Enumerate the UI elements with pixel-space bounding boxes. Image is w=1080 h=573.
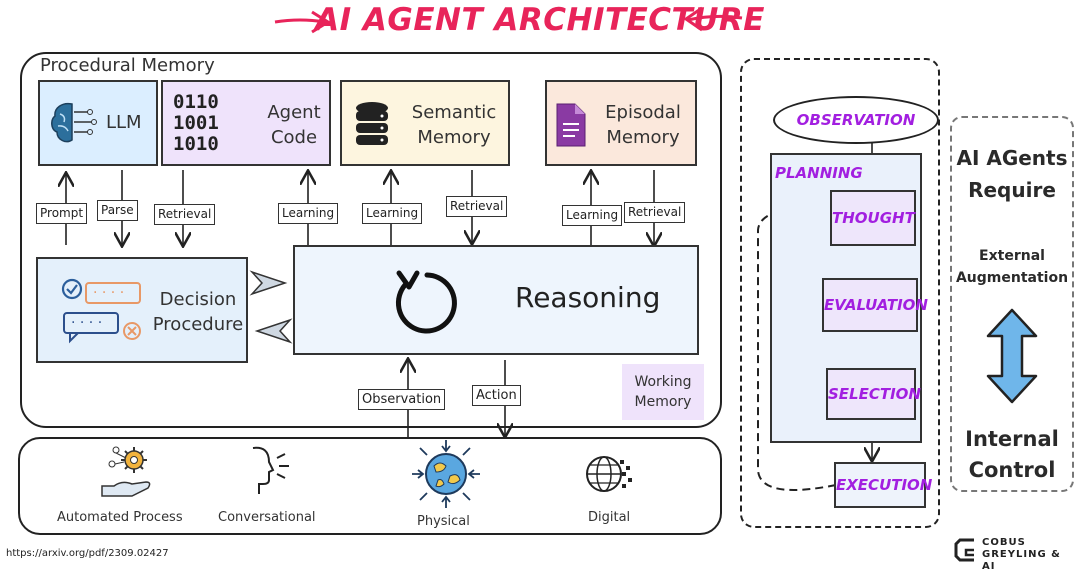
thought-label: THOUGHT bbox=[832, 209, 915, 227]
conversational-label: Conversational bbox=[218, 510, 316, 525]
llm-label: LLM bbox=[106, 112, 142, 133]
binary-line: 1010 bbox=[173, 133, 219, 155]
decision-procedure-label: Decision Procedure bbox=[152, 289, 244, 335]
double-arrow-icon bbox=[986, 308, 1038, 404]
brain-icon bbox=[51, 102, 97, 143]
observation-label: Observation bbox=[358, 389, 446, 410]
procedural-memory-label: Procedural Memory bbox=[40, 55, 215, 76]
working-memory-label: Working Memory bbox=[634, 374, 692, 410]
digital-label: Digital bbox=[588, 510, 631, 525]
procedural-memory-panel bbox=[20, 52, 722, 428]
episodal-memory-box: Episodal Memory bbox=[545, 80, 697, 166]
svg-text:· · · ·: · · · · bbox=[93, 285, 124, 301]
episodal-memory-label: Episodal Memory bbox=[605, 102, 681, 148]
reasoning-box: Reasoning bbox=[293, 245, 699, 355]
parse-label: Parse bbox=[97, 200, 138, 221]
binary-code-icon: 0110 1001 1010 bbox=[173, 92, 219, 155]
speaking-head-icon bbox=[252, 446, 289, 494]
svg-text:· · · ·: · · · · bbox=[71, 315, 102, 331]
agent-code-box: 0110 1001 1010 Agent Code bbox=[161, 80, 331, 166]
database-icon bbox=[356, 102, 388, 145]
augmentation-panel bbox=[950, 116, 1074, 492]
chat-bubbles-icon: · · · · · · · · bbox=[61, 278, 141, 344]
prompt-label: Prompt bbox=[36, 203, 88, 224]
retrieval-code-label: Retrieval bbox=[154, 204, 216, 225]
learning-episodal-label: Learning bbox=[562, 205, 623, 226]
require-label: Require bbox=[968, 178, 1056, 202]
selection-node: SELECTION bbox=[826, 368, 921, 420]
ai-agents-label: AI AGents bbox=[956, 146, 1068, 170]
physical-label: Physical bbox=[417, 514, 470, 529]
semantic-memory-label: Semantic Memory bbox=[411, 102, 497, 148]
document-icon bbox=[556, 103, 586, 147]
binary-line: 0110 bbox=[173, 91, 219, 113]
observation-node-label: OBSERVATION bbox=[796, 111, 916, 129]
semantic-memory-box: Semantic Memory bbox=[340, 80, 510, 166]
arrow-right-icon bbox=[274, 10, 331, 34]
cg-logo-icon bbox=[954, 538, 974, 562]
retrieval-semantic-label: Retrieval bbox=[446, 196, 508, 217]
learning-semantic-label: Learning bbox=[362, 203, 423, 224]
agent-code-label: Agent Code bbox=[267, 102, 321, 148]
decision-procedure-box: · · · · · · · · Decision Procedure bbox=[36, 257, 248, 363]
refresh-icon bbox=[396, 270, 457, 334]
execution-node: EXECUTION bbox=[834, 462, 932, 508]
evaluation-node: EVALUATION bbox=[822, 278, 928, 332]
action-label: Action bbox=[472, 385, 521, 406]
retrieval-episodal-label: Retrieval bbox=[624, 202, 686, 223]
external-augmentation-label: External Augmentation bbox=[955, 248, 1069, 286]
learning-code-label: Learning bbox=[278, 203, 339, 224]
working-memory-box: Working Memory bbox=[622, 364, 704, 420]
observation-node: OBSERVATION bbox=[773, 96, 939, 144]
agent-loop-panel bbox=[740, 58, 940, 528]
digital-globe-icon bbox=[586, 456, 632, 492]
source-url[interactable]: https://arxiv.org/pdf/2309.02427 bbox=[6, 548, 169, 559]
execution-label: EXECUTION bbox=[836, 476, 933, 494]
globe-icon bbox=[412, 440, 480, 508]
internal-control-label: Internal Control bbox=[965, 427, 1059, 482]
gear-hand-icon bbox=[101, 446, 151, 497]
brand-label: COBUS GREYLING & AI bbox=[982, 537, 1061, 572]
arrow-left-icon bbox=[683, 6, 743, 32]
planning-label: PLANNING bbox=[775, 164, 863, 182]
environment-panel bbox=[18, 437, 722, 535]
evaluation-label: EVALUATION bbox=[824, 296, 928, 314]
binary-line: 1001 bbox=[173, 112, 219, 134]
automated-process-label: Automated Process bbox=[57, 510, 183, 525]
thought-node: THOUGHT bbox=[830, 190, 916, 246]
llm-box: LLM bbox=[38, 80, 158, 166]
reasoning-label: Reasoning bbox=[515, 281, 661, 314]
selection-label: SELECTION bbox=[828, 385, 921, 403]
